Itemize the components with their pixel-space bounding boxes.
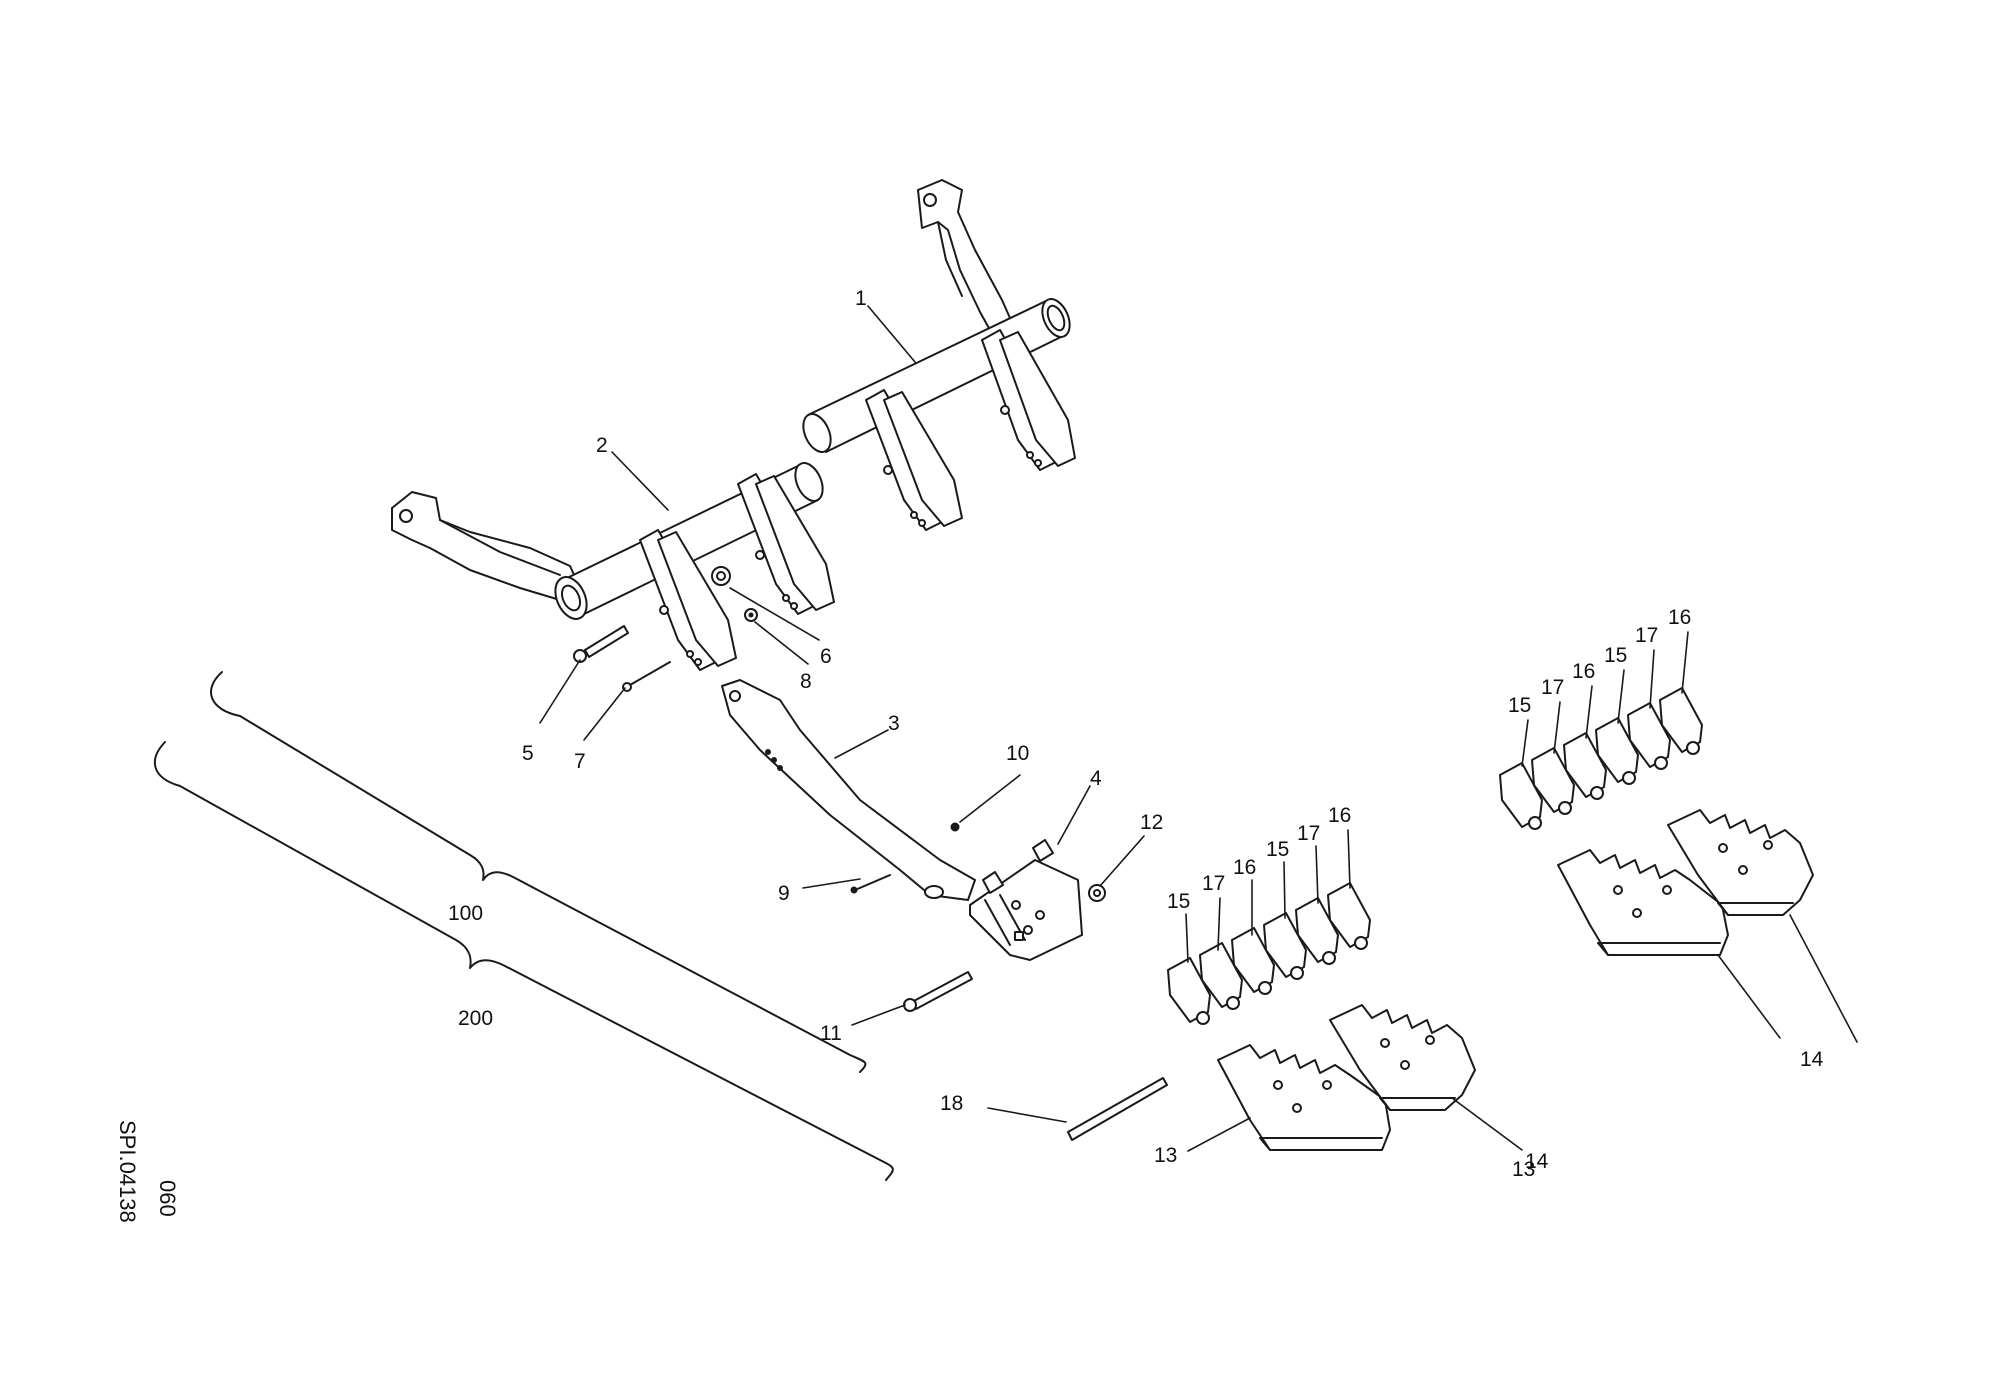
callout-17: 17 [1541,676,1564,699]
group-brace-200 [154,741,894,1181]
tine-bracket [981,329,1076,471]
callout-labels: 1 2 3 4 5 6 7 8 9 10 11 12 13 13 14 14 1… [448,287,1824,1181]
callout-7: 7 [574,750,586,773]
callout-16: 16 [1572,660,1595,683]
tine-bracket [737,473,835,615]
callout-14: 14 [1525,1150,1549,1173]
callout-4: 4 [1090,767,1102,790]
callout-13: 13 [1154,1144,1177,1167]
callout-16: 16 [1328,804,1351,827]
tine-cluster-center [1167,882,1476,1151]
leader-lines [539,305,1858,1152]
mounting-plate [969,839,1083,961]
hardware-items [573,566,1168,1141]
callout-14: 14 [1800,1048,1824,1071]
callout-15: 15 [1604,644,1627,667]
callout-15: 15 [1167,890,1190,913]
callout-10: 10 [1006,742,1029,765]
callout-9: 9 [778,882,790,905]
callout-15: 15 [1266,838,1289,861]
callout-17: 17 [1202,872,1225,895]
callout-5: 5 [522,742,534,765]
drawing-reference: SPI.04138 [115,1120,140,1223]
callout-3: 3 [888,712,900,735]
callout-17: 17 [1635,624,1658,647]
callout-17: 17 [1297,822,1320,845]
group-label-200: 200 [458,1007,493,1030]
group-label-100: 100 [448,902,483,925]
callout-13: 13 [1512,1158,1535,1181]
tine-arm [721,679,976,901]
drawing-sheet: 060 [155,1180,180,1217]
callout-16: 16 [1233,856,1256,879]
callout-12: 12 [1140,811,1163,834]
tine-bracket [639,529,737,671]
callout-8: 8 [800,670,812,693]
callout-6: 6 [820,645,832,668]
main-frame-beam [391,179,1076,671]
group-brace-100 [210,671,867,1073]
callout-2: 2 [596,434,608,457]
tine-cluster-right [1499,687,1814,956]
drawing-code: SPI.04138 060 [115,1120,180,1223]
callout-16: 16 [1668,606,1691,629]
callout-11: 11 [820,1022,842,1045]
callout-1: 1 [855,287,867,310]
callout-18: 18 [940,1092,963,1115]
callout-15: 15 [1508,694,1531,717]
tine-bracket [865,389,963,531]
